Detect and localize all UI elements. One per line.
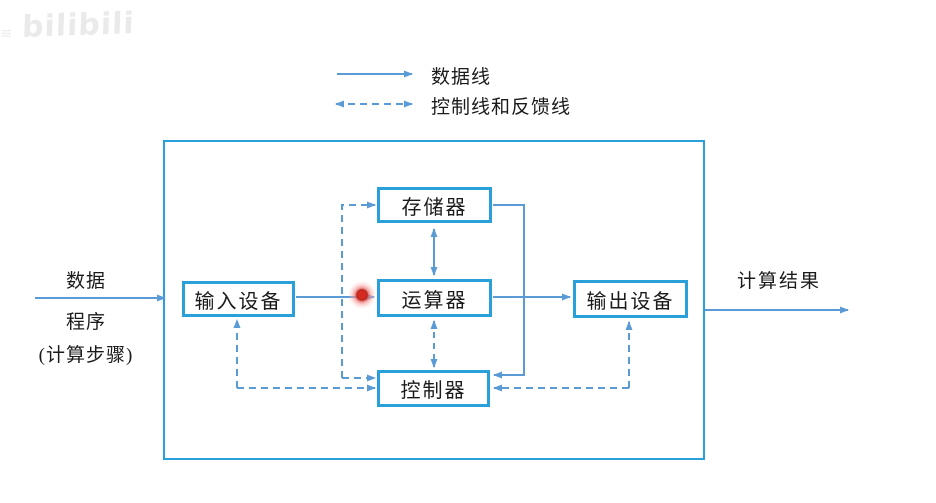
box-controller-label: 控制器 — [400, 380, 467, 402]
input-label-data: 数据 — [65, 271, 106, 292]
legend-control-line-label: 控制线和反馈线 — [431, 97, 572, 118]
bilibili-logo: bilibili — [21, 6, 136, 45]
legend-data-line-label: 数据线 — [431, 67, 492, 88]
box-input-device: 输入设备 — [182, 281, 295, 317]
box-input-device-label: 输入设备 — [194, 290, 283, 313]
box-memory: 存储器 — [377, 187, 492, 223]
input-label-steps: (计算步骤) — [38, 345, 134, 366]
input-label-program: 程序 — [65, 312, 106, 333]
box-memory-label: 存储器 — [401, 196, 468, 219]
box-output-device-label: 输出设备 — [586, 290, 675, 313]
box-output-device: 输出设备 — [573, 280, 688, 318]
output-label-result: 计算结果 — [737, 271, 822, 292]
laser-pointer-dot — [348, 281, 376, 309]
box-alu-label: 运算器 — [401, 289, 468, 312]
box-controller: 控制器 — [377, 370, 490, 407]
box-alu: 运算器 — [377, 279, 492, 317]
menu-icon: ≡ — [0, 24, 13, 42]
